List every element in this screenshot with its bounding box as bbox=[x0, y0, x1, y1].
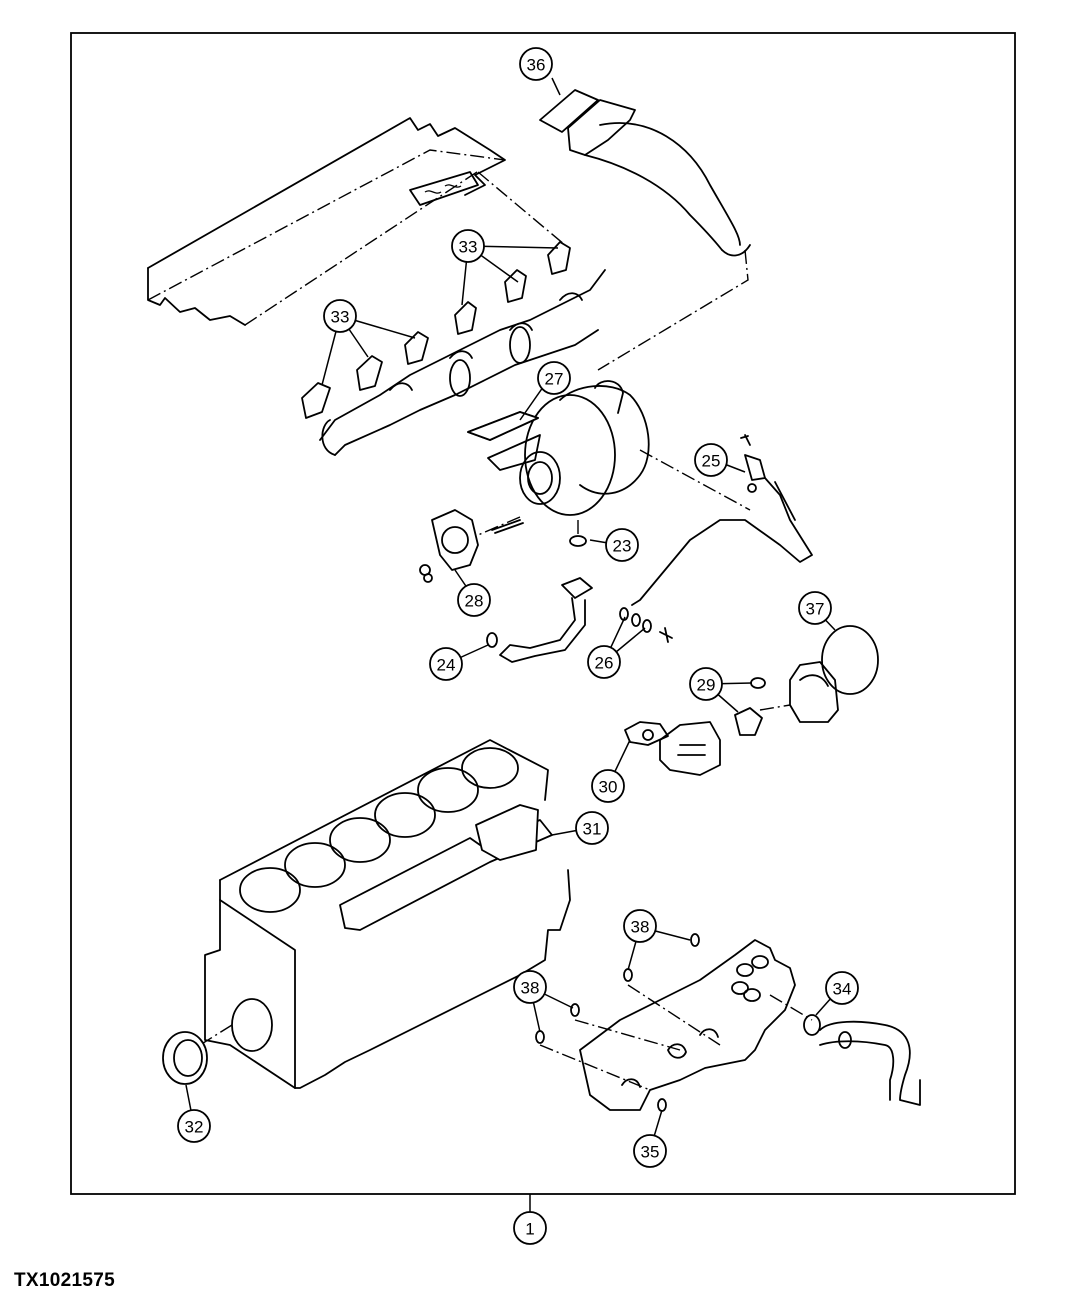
callout-35: 35 bbox=[633, 1134, 667, 1168]
callout-26: 26 bbox=[587, 645, 621, 679]
callout-27: 27 bbox=[537, 361, 571, 395]
figure-id-label: TX1021575 bbox=[14, 1270, 115, 1291]
svg-text:32: 32 bbox=[185, 1118, 204, 1137]
water-manifold bbox=[535, 933, 921, 1112]
svg-text:34: 34 bbox=[833, 980, 852, 999]
callout-leaders bbox=[185, 77, 841, 1151]
callout-34: 34 bbox=[825, 971, 859, 1005]
svg-text:27: 27 bbox=[545, 370, 564, 389]
svg-text:23: 23 bbox=[613, 537, 632, 556]
callout-28: 28 bbox=[457, 583, 491, 617]
svg-text:29: 29 bbox=[697, 676, 716, 695]
svg-text:31: 31 bbox=[583, 820, 602, 839]
callout-36: 36 bbox=[519, 47, 553, 81]
diagram-frame bbox=[70, 32, 1016, 1195]
svg-text:35: 35 bbox=[641, 1143, 660, 1162]
svg-text:33: 33 bbox=[459, 238, 478, 257]
manifold-gaskets bbox=[301, 241, 571, 419]
svg-text:26: 26 bbox=[595, 654, 614, 673]
oil-supply-line bbox=[619, 434, 813, 643]
exhaust-elbow bbox=[539, 89, 751, 371]
cylinder-head bbox=[147, 117, 566, 326]
svg-text:30: 30 bbox=[599, 778, 618, 797]
thermostat-housing bbox=[624, 625, 879, 776]
callout-1: 1 bbox=[513, 1211, 547, 1245]
oil-drain-tube bbox=[486, 535, 593, 663]
callout-38-lower: 38 bbox=[513, 970, 547, 1004]
svg-text:24: 24 bbox=[437, 656, 456, 675]
svg-text:1: 1 bbox=[525, 1220, 534, 1239]
svg-text:25: 25 bbox=[702, 452, 721, 471]
svg-text:38: 38 bbox=[521, 979, 540, 998]
svg-text:36: 36 bbox=[527, 56, 546, 75]
callout-38-upper: 38 bbox=[623, 909, 657, 943]
callout-32: 32 bbox=[177, 1109, 211, 1143]
callout-24: 24 bbox=[429, 647, 463, 681]
callout-31: 31 bbox=[575, 811, 609, 845]
svg-text:33: 33 bbox=[331, 308, 350, 327]
svg-text:38: 38 bbox=[631, 918, 650, 937]
svg-text:37: 37 bbox=[806, 600, 825, 619]
exhaust-manifold bbox=[319, 269, 606, 456]
turbo-flange-gasket bbox=[419, 509, 524, 583]
crankshaft-seal bbox=[162, 1031, 208, 1085]
svg-text:28: 28 bbox=[465, 592, 484, 611]
callout-23: 23 bbox=[605, 528, 639, 562]
callout-33-lower: 33 bbox=[323, 299, 357, 333]
cylinder-block bbox=[199, 739, 571, 1089]
callout-33-upper: 33 bbox=[451, 229, 485, 263]
callout-30: 30 bbox=[591, 769, 625, 803]
callout-29: 29 bbox=[689, 667, 723, 701]
callout-37: 37 bbox=[798, 591, 832, 625]
callout-25: 25 bbox=[694, 443, 728, 477]
